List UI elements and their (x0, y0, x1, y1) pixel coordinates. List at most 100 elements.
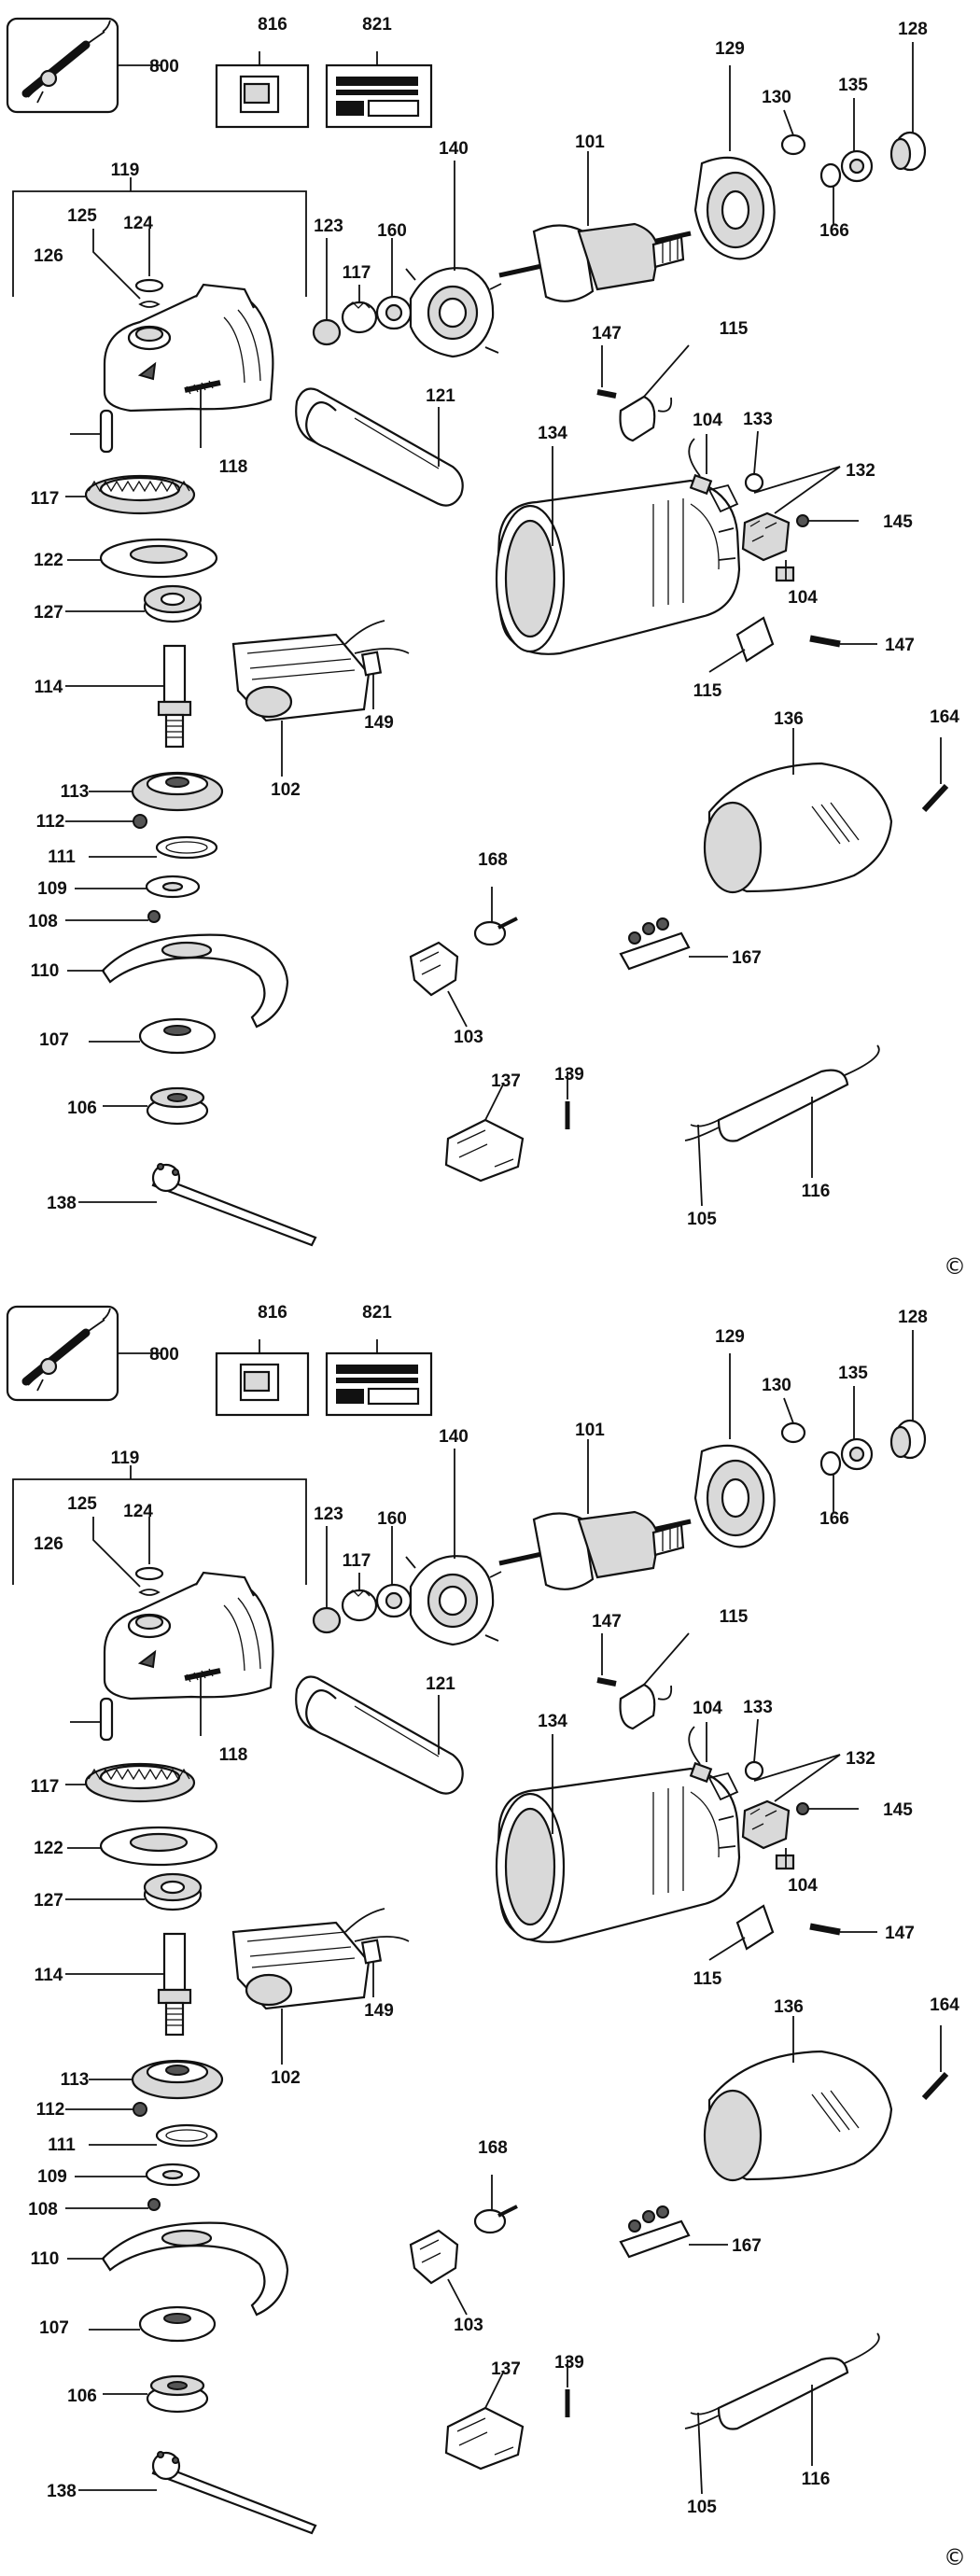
part-number-label: 114 (35, 1966, 63, 1985)
part-number-label: 103 (454, 1028, 483, 1047)
part-number-label: 124 (123, 214, 153, 233)
part-number-label: 147 (885, 1924, 915, 1943)
part-number-label: 108 (28, 912, 58, 931)
part-number-label: 104 (788, 588, 818, 608)
part-number-label: 140 (439, 139, 469, 159)
part-number-label: 130 (762, 1376, 791, 1395)
part-number-label: 136 (774, 1997, 804, 2017)
part-number-label: 127 (34, 603, 63, 623)
part-number-label: 821 (362, 1303, 392, 1323)
part-number-label: 111 (48, 2135, 76, 2155)
part-number-label: 816 (258, 15, 287, 35)
part-number-label: 816 (258, 1303, 287, 1323)
part-number-label: 110 (31, 961, 60, 981)
part-number-label: 115 (720, 319, 749, 339)
panel-2 (7, 1307, 946, 2533)
part-number-label: 145 (883, 512, 913, 532)
part-number-label: 133 (743, 410, 773, 429)
part-number-label: 121 (426, 386, 455, 406)
part-number-label: 128 (898, 1308, 928, 1327)
copyright-mark-1: © (944, 1253, 966, 1280)
part-number-label: 101 (575, 1421, 605, 1440)
part-number-label: 102 (271, 780, 301, 800)
panel-1 (7, 19, 946, 1245)
part-number-label: 109 (37, 879, 67, 899)
part-number-label: 135 (838, 76, 868, 95)
part-number-label: 134 (538, 424, 567, 443)
part-number-label: 139 (554, 1065, 584, 1085)
part-number-label: 119 (111, 161, 140, 180)
panel-1-drawing (7, 19, 946, 1245)
part-number-label: 113 (61, 782, 90, 802)
part-number-label: 105 (687, 1210, 717, 1229)
part-number-label: 137 (491, 1071, 521, 1091)
part-number-label: 166 (819, 1509, 849, 1529)
part-number-label: 137 (491, 2359, 521, 2379)
part-number-label: 147 (592, 1612, 622, 1631)
part-number-label: 164 (930, 707, 959, 727)
part-number-label: 119 (111, 1449, 140, 1468)
panel-2-drawing (7, 1307, 946, 2533)
part-number-label: 106 (67, 2387, 97, 2406)
part-number-label: 116 (802, 1182, 831, 1201)
part-number-label: 122 (34, 1839, 63, 1858)
copyright-mark-2: © (944, 2544, 966, 2570)
part-number-label: 114 (35, 678, 63, 697)
part-number-label: 130 (762, 88, 791, 107)
part-number-label: 113 (61, 2070, 90, 2090)
part-number-label: 147 (885, 636, 915, 655)
part-number-label: 109 (37, 2167, 67, 2187)
part-number-label: 136 (774, 709, 804, 729)
part-number-label: 134 (538, 1712, 567, 1731)
part-number-label: 122 (34, 551, 63, 570)
part-number-label: 102 (271, 2068, 301, 2088)
part-number-label: 129 (715, 39, 745, 59)
part-number-label: 112 (36, 2100, 65, 2120)
part-number-label: 115 (693, 1969, 722, 1989)
part-number-label: 166 (819, 221, 849, 241)
part-number-label: 133 (743, 1698, 773, 1717)
part-number-label: 800 (149, 57, 179, 77)
part-number-label: 123 (314, 1505, 343, 1524)
part-number-label: 128 (898, 20, 928, 39)
part-number-label: 104 (693, 1699, 722, 1718)
part-number-label: 118 (219, 1745, 248, 1765)
part-number-label: 117 (31, 1777, 60, 1797)
part-number-label: 117 (31, 489, 60, 509)
part-number-label: 125 (67, 1494, 97, 1514)
part-number-label: 107 (39, 2318, 69, 2338)
part-number-label: 149 (364, 713, 394, 733)
part-number-label: 106 (67, 1099, 97, 1118)
part-number-label: 160 (377, 221, 407, 241)
part-number-label: 111 (48, 847, 76, 867)
part-number-label: 168 (478, 850, 508, 870)
part-number-label: 167 (732, 948, 762, 968)
part-number-label: 821 (362, 15, 392, 35)
part-number-label: 149 (364, 2001, 394, 2021)
part-number-label: 160 (377, 1509, 407, 1529)
part-number-label: 126 (34, 246, 63, 266)
part-number-label: 132 (846, 1749, 875, 1769)
part-number-label: 164 (930, 1995, 959, 2015)
part-number-label: 147 (592, 324, 622, 343)
part-number-label: 112 (36, 812, 65, 832)
part-number-label: 115 (693, 681, 722, 701)
part-number-label: 107 (39, 1030, 69, 1050)
part-number-label: 123 (314, 217, 343, 236)
part-number-label: 116 (802, 2470, 831, 2489)
part-number-label: 126 (34, 1534, 63, 1554)
part-number-label: 117 (343, 263, 371, 283)
part-number-label: 110 (31, 2249, 60, 2269)
part-number-label: 132 (846, 461, 875, 481)
part-number-label: 168 (478, 2138, 508, 2158)
part-number-label: 139 (554, 2353, 584, 2373)
part-number-label: 117 (343, 1551, 371, 1571)
part-number-label: 129 (715, 1327, 745, 1347)
part-number-label: 124 (123, 1502, 153, 1521)
part-number-label: 115 (720, 1607, 749, 1627)
part-number-label: 121 (426, 1674, 455, 1694)
part-number-label: 140 (439, 1427, 469, 1447)
part-number-label: 138 (47, 2482, 77, 2501)
part-number-label: 104 (788, 1876, 818, 1896)
part-number-label: 101 (575, 133, 605, 152)
